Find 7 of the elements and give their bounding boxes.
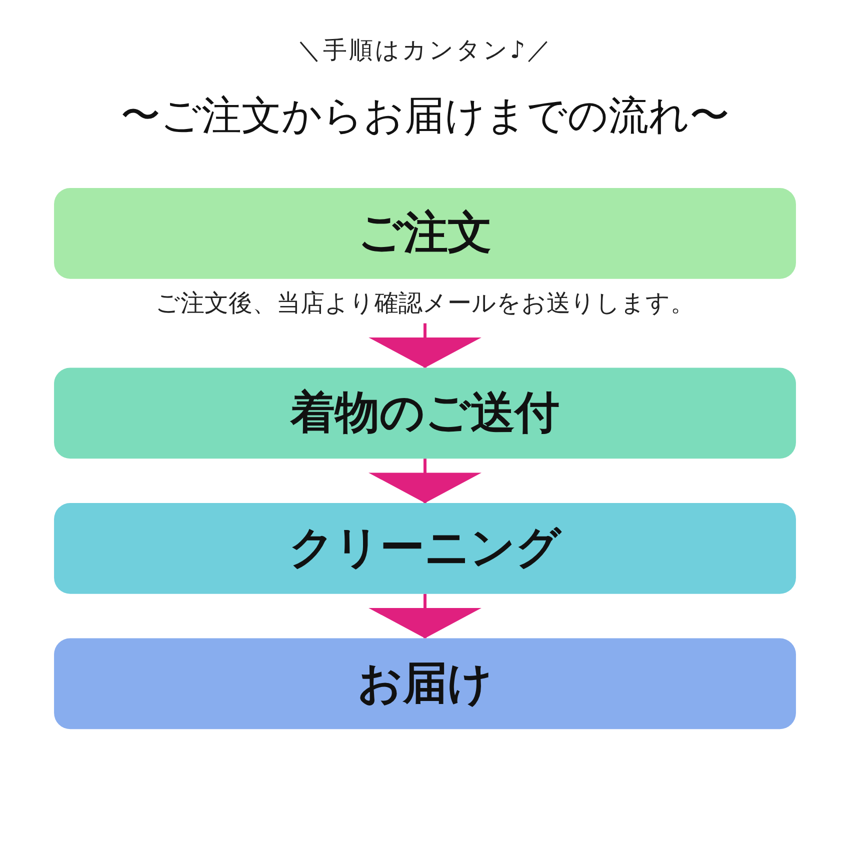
node-box: 着物のご送付: [54, 368, 796, 459]
node-box: クリーニング: [54, 502, 796, 594]
node-box: お届け: [54, 638, 796, 730]
node-box: ご注文: [54, 188, 796, 279]
note-text: ご注文後、当店より確認メールをお送りします。: [156, 289, 694, 318]
title-text: 〜ご注文からお届けまでの流れ〜: [120, 92, 730, 141]
subtitle-text: ＼手順はカンタン♪／: [296, 35, 554, 66]
